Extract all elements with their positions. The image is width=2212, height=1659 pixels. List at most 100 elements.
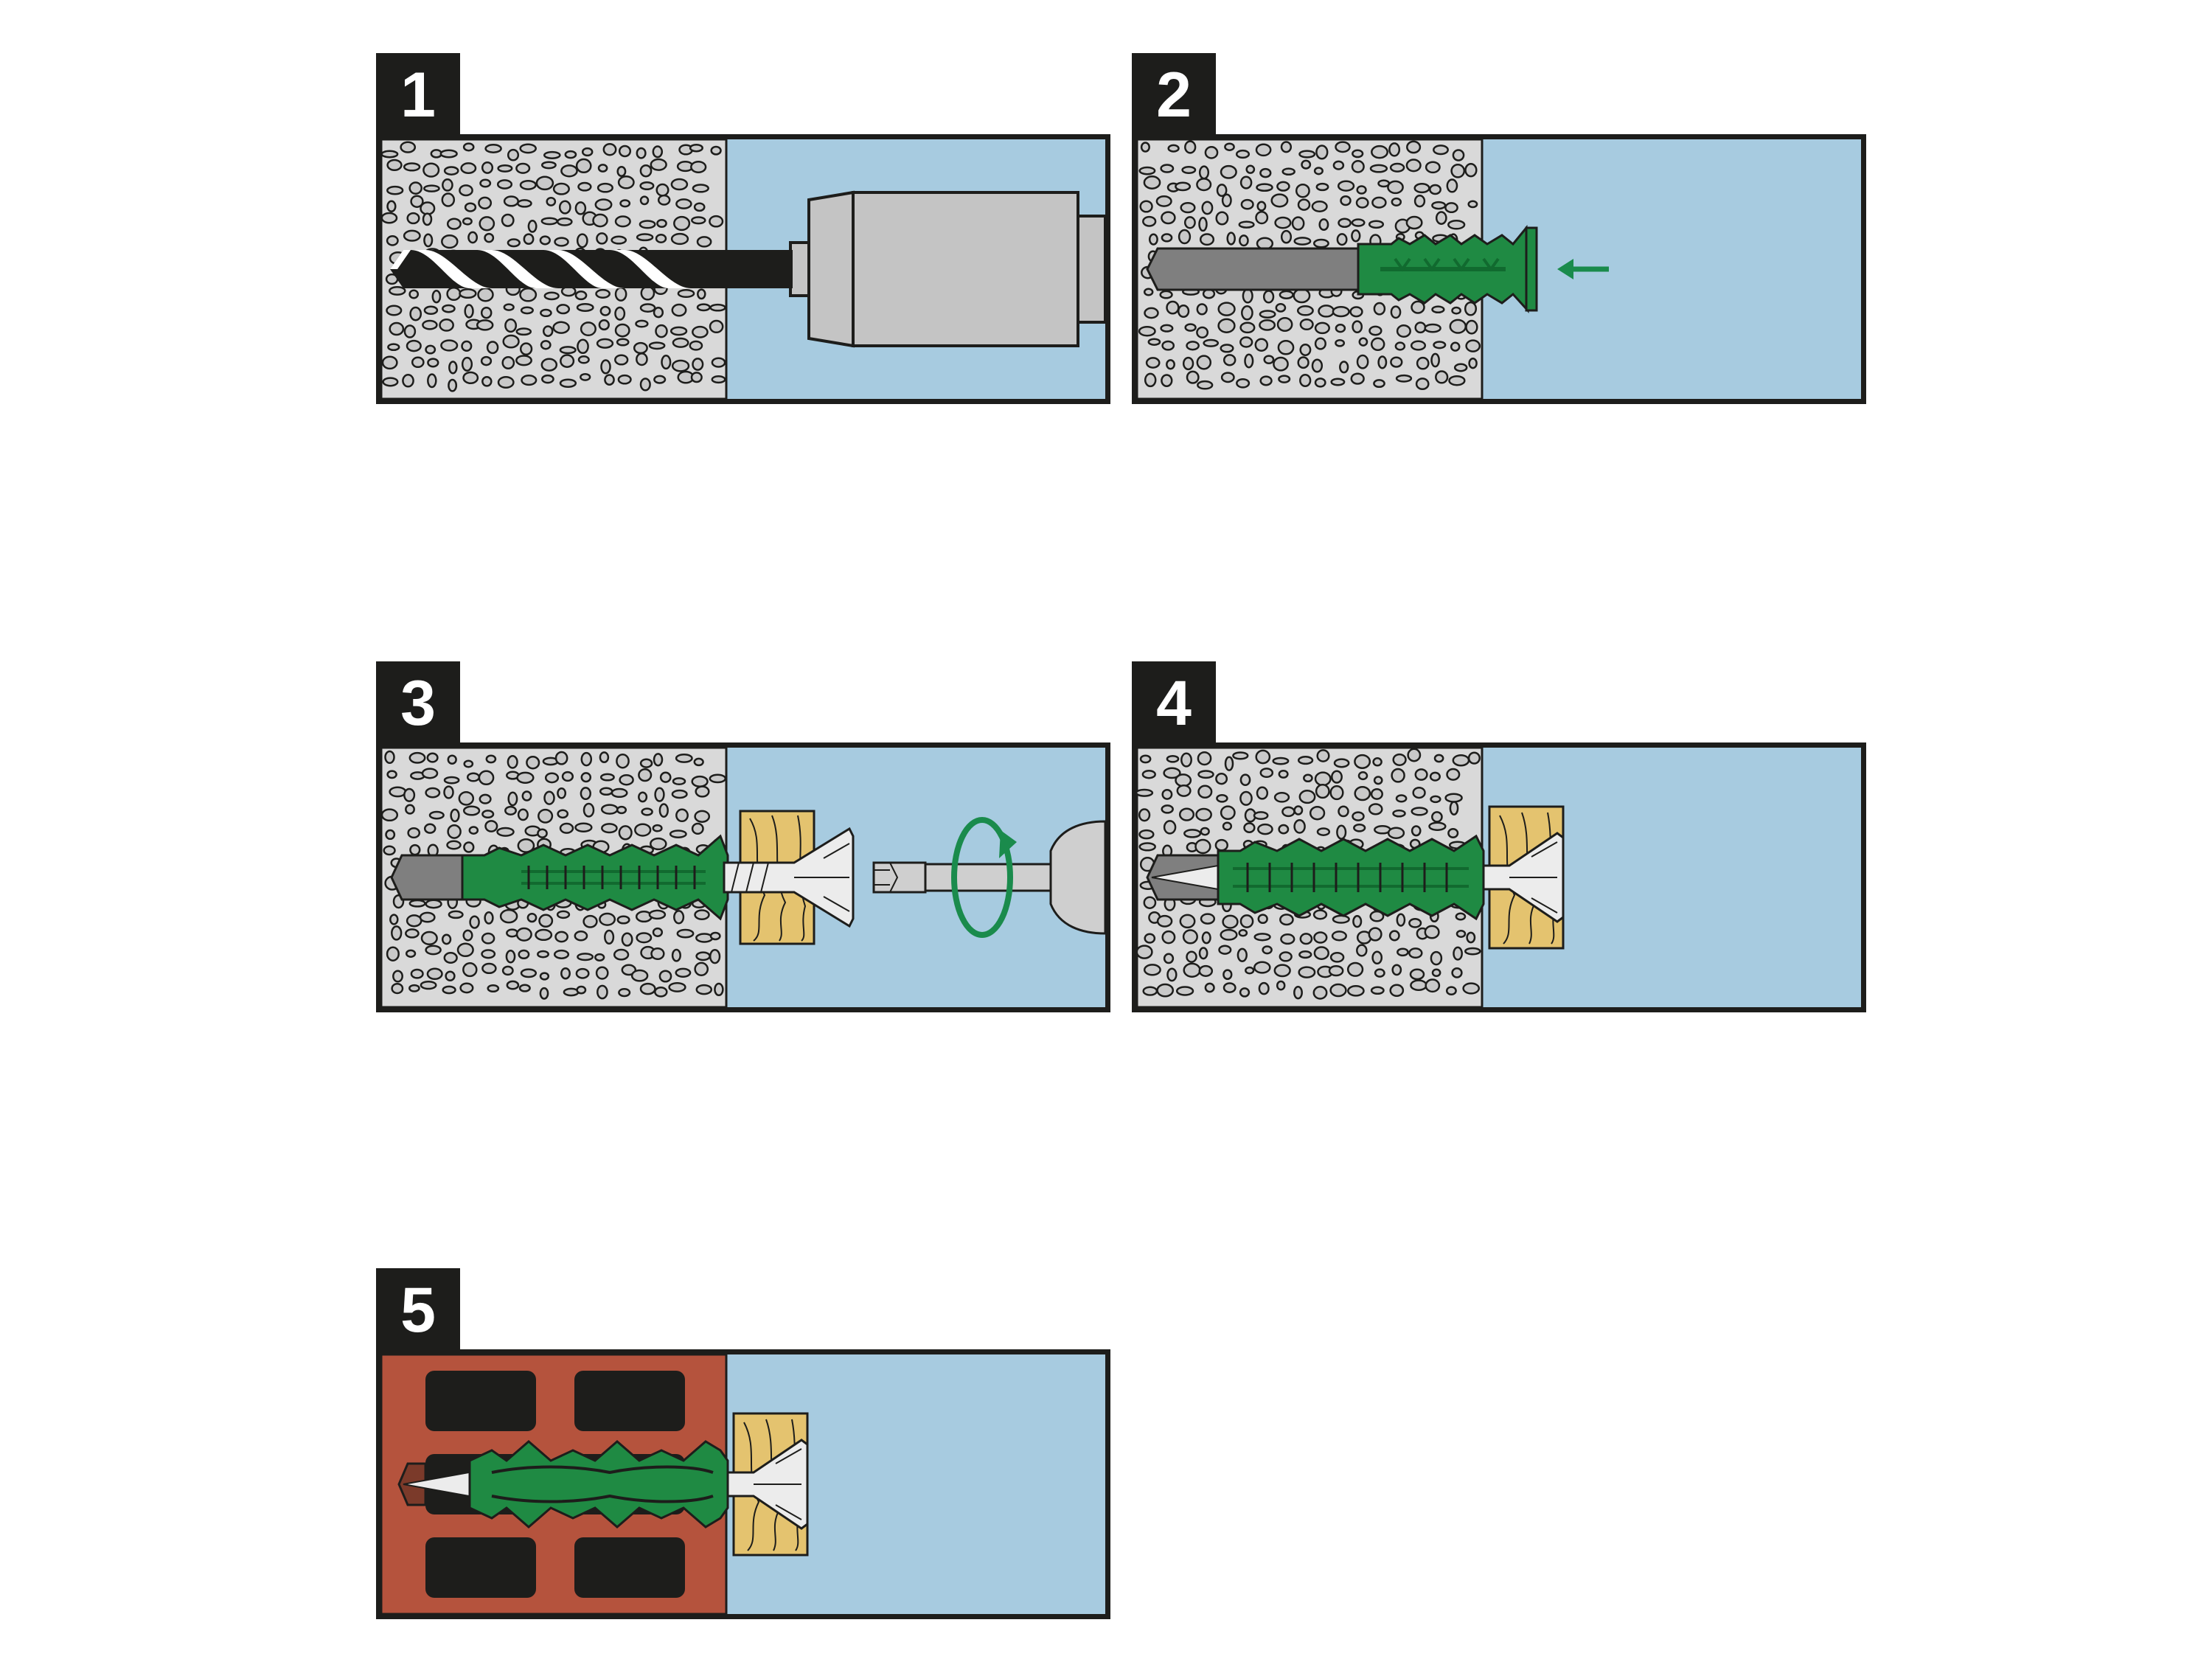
pebble <box>1466 931 1476 944</box>
pebble <box>427 358 439 368</box>
pebble <box>597 182 613 193</box>
pebble <box>1259 310 1276 319</box>
pebble <box>614 323 630 338</box>
pebble <box>1177 304 1190 319</box>
pebble <box>1239 773 1251 787</box>
pebble <box>1242 288 1253 304</box>
pebble <box>1396 324 1411 338</box>
pebble <box>426 967 443 981</box>
pebble <box>403 787 416 802</box>
pebble <box>484 232 495 243</box>
pebble <box>554 751 568 765</box>
pebble <box>523 233 535 246</box>
pebble <box>381 355 398 370</box>
pebble <box>1166 967 1178 982</box>
pebble <box>1371 950 1383 965</box>
step-number-badge: 3 <box>376 661 460 745</box>
pebble <box>1309 805 1326 821</box>
pebble <box>459 184 473 197</box>
pebble <box>638 768 653 782</box>
pebble <box>539 235 551 246</box>
pebble <box>1407 748 1422 762</box>
pebble <box>519 342 533 356</box>
pebble <box>1313 946 1329 960</box>
pebble <box>630 969 649 982</box>
pebble <box>1424 323 1441 333</box>
rotate-arrow-icon <box>951 817 1017 938</box>
pebble <box>538 808 554 824</box>
pebble <box>481 161 494 174</box>
pebble <box>552 321 570 334</box>
pebble <box>423 823 437 834</box>
pebble <box>467 231 479 244</box>
pebble <box>595 966 609 980</box>
pebble <box>1186 370 1200 384</box>
pebble <box>1370 787 1383 800</box>
pebble <box>1161 788 1173 800</box>
pebble <box>557 809 569 819</box>
pebble <box>1224 756 1234 771</box>
pebble <box>659 771 672 783</box>
pebble <box>696 236 712 248</box>
pebble <box>1413 183 1430 194</box>
pebble <box>519 179 537 190</box>
pebble <box>709 215 724 228</box>
pebble <box>408 289 420 299</box>
pebble <box>1278 375 1291 383</box>
pebble <box>1410 979 1427 992</box>
pebble <box>1156 914 1173 928</box>
pebble <box>1222 969 1233 981</box>
pebble <box>1369 164 1388 173</box>
pebble <box>1256 786 1269 800</box>
pebble <box>1315 182 1329 192</box>
pebble <box>479 178 492 188</box>
pebble <box>1374 968 1385 978</box>
pebble <box>402 374 414 388</box>
pebble <box>1339 361 1349 374</box>
pebble <box>650 947 665 961</box>
pebble <box>1273 964 1291 978</box>
pebble <box>648 341 666 350</box>
pebble <box>1430 950 1443 966</box>
pebble <box>520 968 538 978</box>
pebble <box>517 199 532 208</box>
pebble <box>422 162 440 178</box>
pebble <box>459 288 477 299</box>
pebble <box>448 910 464 919</box>
pebble <box>1315 145 1329 160</box>
pebble <box>675 753 693 763</box>
pebble <box>1255 143 1272 157</box>
pebble <box>670 232 689 246</box>
pebble <box>426 752 439 763</box>
pebble <box>1451 306 1461 315</box>
pebble <box>671 303 687 317</box>
pebble <box>386 305 403 316</box>
pebble <box>1444 202 1458 214</box>
pebble <box>1253 811 1269 821</box>
pebble <box>1390 356 1403 368</box>
pebble <box>1329 951 1345 963</box>
pebble <box>1182 356 1194 371</box>
pebble <box>1161 211 1176 225</box>
pebble <box>1369 910 1385 922</box>
pebble <box>1448 375 1466 386</box>
pebble <box>481 949 496 959</box>
pebble <box>1226 232 1236 246</box>
pebble <box>709 949 721 964</box>
pebble <box>575 158 592 174</box>
pebble <box>1352 149 1364 159</box>
pebble <box>689 143 703 153</box>
pebble <box>1340 195 1352 206</box>
pebble <box>1332 914 1350 924</box>
pebble <box>462 929 473 942</box>
pebble <box>537 950 549 959</box>
pebble <box>1179 914 1196 929</box>
pebble <box>1215 773 1228 785</box>
pebble <box>696 303 711 312</box>
pebble <box>1453 946 1463 961</box>
pebble <box>694 810 711 823</box>
pebble <box>1222 821 1233 831</box>
pebble <box>1370 337 1385 352</box>
pebble <box>1291 216 1305 231</box>
pebble <box>1312 986 1328 1000</box>
